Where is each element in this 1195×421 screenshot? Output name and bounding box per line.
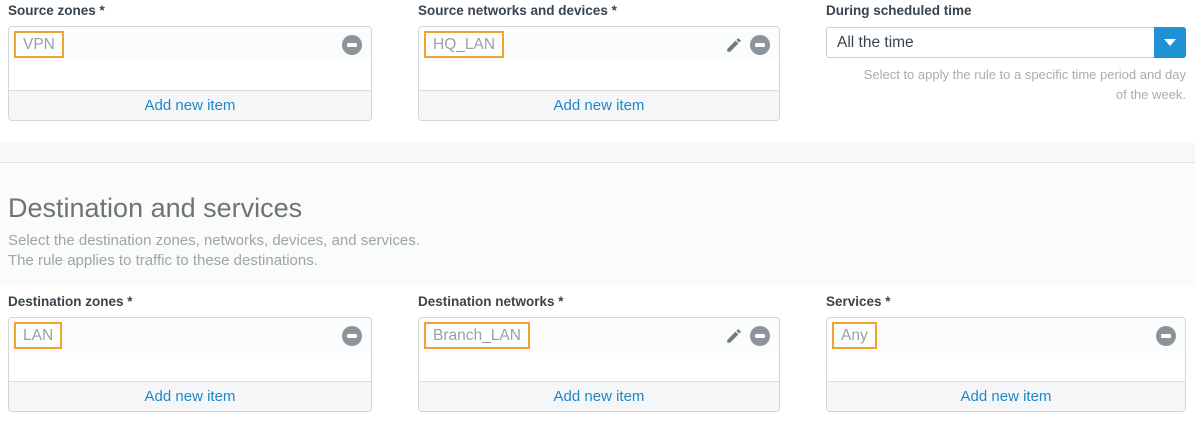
section-title: Destination and services — [8, 193, 303, 223]
destination-zones-listbox: LAN Add new item — [8, 317, 372, 412]
field-source-zones: Source zones * VPN Add new item — [8, 2, 372, 121]
destination-networks-label: Destination networks * — [418, 294, 564, 309]
add-new-item-link[interactable]: Add new item — [144, 97, 236, 114]
add-new-item-link[interactable]: Add new item — [144, 388, 236, 405]
add-item-footer: Add new item — [9, 381, 371, 411]
chevron-down-icon[interactable] — [1154, 27, 1186, 58]
remove-icon[interactable] — [750, 34, 770, 55]
add-new-item-link[interactable]: Add new item — [553, 97, 645, 114]
field-source-networks: Source networks and devices * HQ_LAN Add… — [418, 2, 780, 121]
source-networks-listbox: HQ_LAN Add new item — [418, 26, 780, 121]
field-destination-networks: Destination networks * Branch_LAN Add ne… — [418, 293, 780, 412]
add-new-item-link[interactable]: Add new item — [553, 388, 645, 405]
field-services: Services * Any Add new item — [826, 293, 1186, 412]
destination-zone-tag[interactable]: LAN — [14, 322, 63, 349]
source-zones-label: Source zones * — [8, 3, 105, 18]
remove-icon[interactable] — [342, 325, 362, 346]
add-new-item-link[interactable]: Add new item — [960, 388, 1052, 405]
edit-pencil-icon[interactable] — [725, 36, 743, 54]
item-actions — [725, 325, 770, 346]
list-item: VPN — [9, 27, 371, 62]
list-item: LAN — [9, 318, 371, 353]
remove-icon[interactable] — [1156, 325, 1176, 346]
add-item-footer: Add new item — [9, 90, 371, 120]
scheduled-time-label: During scheduled time — [826, 3, 972, 18]
destination-section-header: Destination and services Select the dest… — [0, 164, 1195, 286]
source-networks-label: Source networks and devices * — [418, 3, 617, 18]
list-item: HQ_LAN — [419, 27, 779, 62]
schedule-helper-text: Select to apply the rule to a specific t… — [863, 67, 1186, 102]
schedule-dropdown[interactable]: All the time — [826, 27, 1186, 58]
section-divider — [0, 143, 1195, 163]
section-subtitle-line2: The rule applies to traffic to these des… — [8, 252, 318, 269]
schedule-selected-value: All the time — [837, 33, 914, 51]
add-item-footer: Add new item — [827, 381, 1185, 411]
item-actions — [342, 34, 362, 55]
destination-network-tag[interactable]: Branch_LAN — [424, 322, 530, 349]
list-item: Branch_LAN — [419, 318, 779, 353]
services-label: Services * — [826, 294, 891, 309]
field-destination-zones: Destination zones * LAN Add new item — [8, 293, 372, 412]
item-actions — [342, 325, 362, 346]
caret-shape — [1164, 39, 1176, 46]
field-scheduled-time: During scheduled time All the time Selec… — [826, 2, 1186, 104]
add-item-footer: Add new item — [419, 381, 779, 411]
edit-pencil-icon[interactable] — [725, 327, 743, 345]
item-actions — [725, 34, 770, 55]
source-zone-tag[interactable]: VPN — [14, 31, 64, 58]
services-listbox: Any Add new item — [826, 317, 1186, 412]
remove-icon[interactable] — [750, 325, 770, 346]
service-tag[interactable]: Any — [832, 322, 877, 349]
destination-networks-listbox: Branch_LAN Add new item — [418, 317, 780, 412]
source-network-tag[interactable]: HQ_LAN — [424, 31, 505, 58]
list-item: Any — [827, 318, 1185, 353]
destination-zones-label: Destination zones * — [8, 294, 133, 309]
source-zones-listbox: VPN Add new item — [8, 26, 372, 121]
remove-icon[interactable] — [342, 34, 362, 55]
add-item-footer: Add new item — [419, 90, 779, 120]
section-subtitle-line1: Select the destination zones, networks, … — [8, 232, 420, 249]
item-actions — [1156, 325, 1176, 346]
